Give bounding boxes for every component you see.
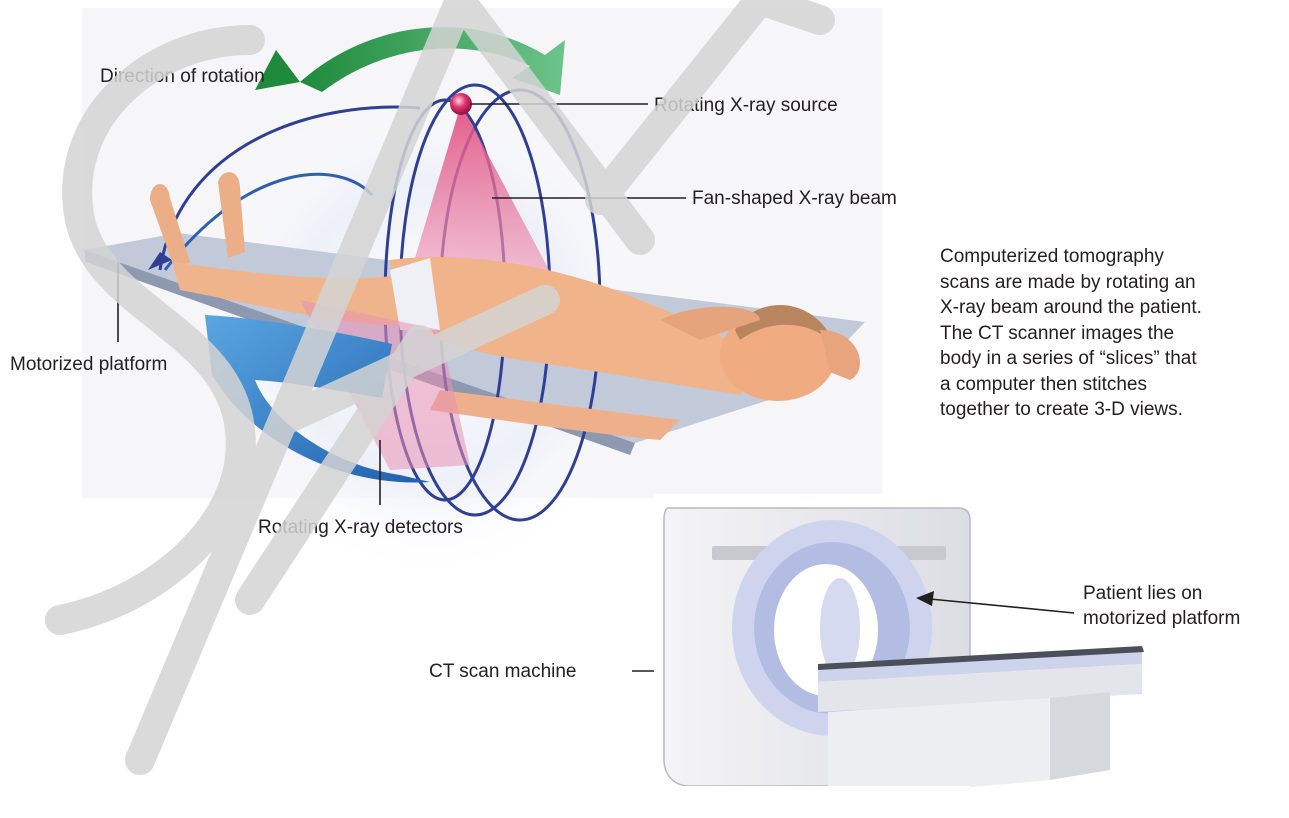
- description-line: a computer then stitches: [940, 372, 1280, 398]
- fan-shaped-beam-label: Fan-shaped X-ray beam: [692, 188, 897, 210]
- patient-platform-line-1: Patient lies on: [1083, 581, 1240, 606]
- description-line: The CT scanner images the: [940, 321, 1280, 347]
- rotating-xray-source-label: Rotating X-ray source: [654, 95, 838, 117]
- rotating-xray-detectors-label: Rotating X-ray detectors: [258, 517, 463, 539]
- description-paragraph: Computerized tomography scans are made b…: [940, 244, 1280, 423]
- description-line: Computerized tomography: [940, 244, 1280, 270]
- ct-scan-machine-label: CT scan machine: [429, 661, 577, 683]
- description-line: scans are made by rotating an: [940, 270, 1280, 296]
- description-line: together to create 3-D views.: [940, 397, 1280, 423]
- direction-of-rotation-label: Direction of rotation: [100, 66, 265, 88]
- description-line: body in a series of “slices” that: [940, 346, 1280, 372]
- xray-source-icon: [450, 93, 472, 115]
- motorized-platform-label: Motorized platform: [10, 354, 167, 376]
- patient-platform-label: Patient lies on motorized platform: [1083, 581, 1240, 631]
- ct-machine-figure: [654, 494, 1144, 812]
- description-line: X-ray beam around the patient.: [940, 295, 1280, 321]
- patient-platform-line-2: motorized platform: [1083, 606, 1240, 631]
